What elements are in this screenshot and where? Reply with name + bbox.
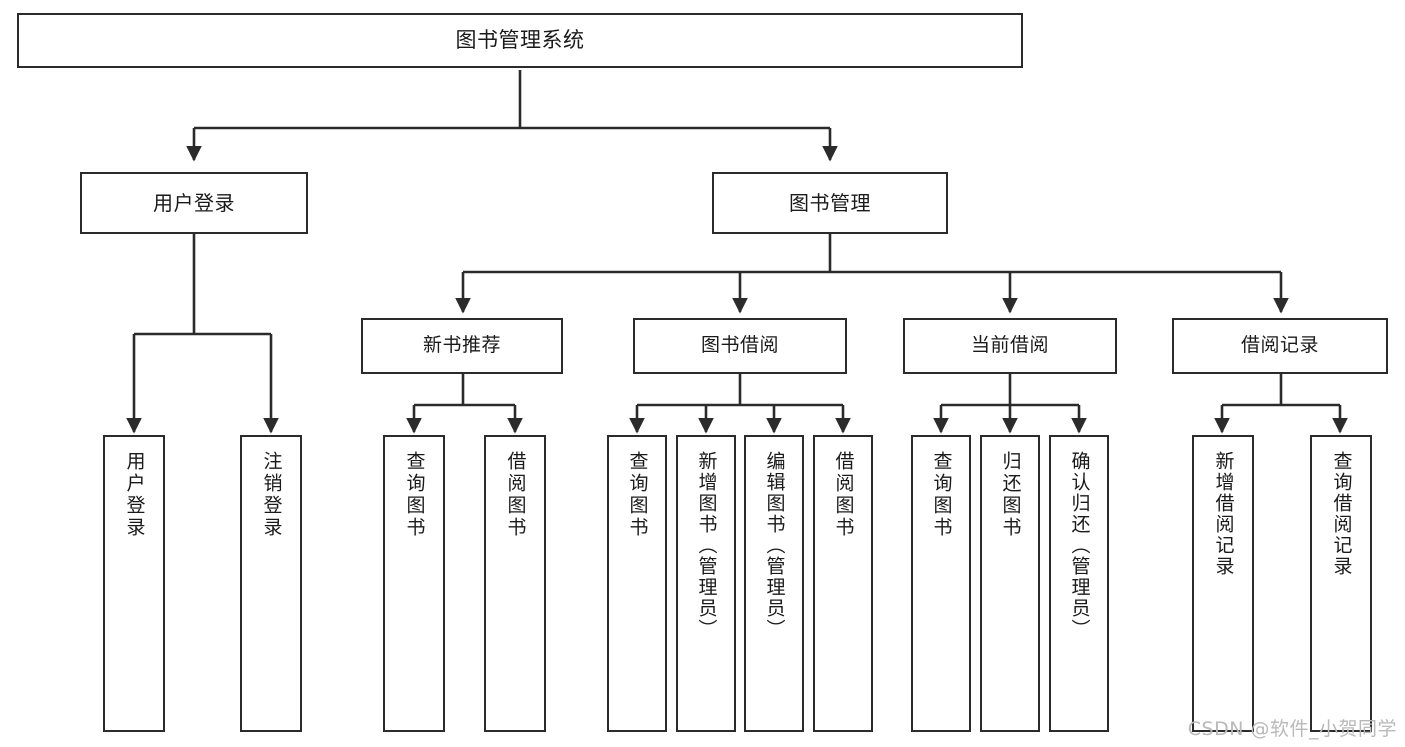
node-leaf-borrow-query-book[interactable]: 查询图书 xyxy=(607,435,667,732)
node-borrow-record-label: 借阅记录 xyxy=(1240,334,1319,357)
node-leaf-user-logout[interactable]: 注销登录 xyxy=(240,435,302,732)
node-current-borrow[interactable]: 当前借阅 xyxy=(903,318,1117,374)
node-leaf-query-borrow-record-label: 查询借阅记录 xyxy=(1330,451,1353,577)
node-leaf-recommend-borrow-book[interactable]: 借阅图书 xyxy=(484,435,546,732)
node-book-borrow[interactable]: 图书借阅 xyxy=(633,318,847,374)
node-leaf-edit-book-admin[interactable]: 编辑图书（管理员） xyxy=(744,435,804,732)
node-new-book-recommend-label: 新书推荐 xyxy=(422,334,501,357)
node-leaf-borrow-book[interactable]: 借阅图书 xyxy=(813,435,873,732)
node-user-login-label: 用户登录 xyxy=(153,190,235,215)
node-leaf-current-query-book[interactable]: 查询图书 xyxy=(911,435,971,732)
node-book-borrow-label: 图书借阅 xyxy=(700,334,779,357)
node-book-management[interactable]: 图书管理 xyxy=(712,172,948,234)
node-leaf-add-book-admin-label: 新增图书（管理员） xyxy=(695,451,718,640)
node-leaf-current-query-book-label: 查询图书 xyxy=(930,451,953,539)
node-leaf-borrow-query-book-label: 查询图书 xyxy=(626,451,649,539)
node-leaf-user-login-label: 用户登录 xyxy=(123,451,146,539)
node-leaf-add-book-admin[interactable]: 新增图书（管理员） xyxy=(676,435,736,732)
node-borrow-record[interactable]: 借阅记录 xyxy=(1172,318,1388,374)
node-leaf-user-logout-label: 注销登录 xyxy=(260,451,283,539)
node-leaf-add-borrow-record-label: 新增借阅记录 xyxy=(1212,451,1235,577)
node-leaf-confirm-return-admin[interactable]: 确认归还（管理员） xyxy=(1049,435,1109,732)
node-leaf-confirm-return-admin-label: 确认归还（管理员） xyxy=(1068,451,1091,640)
node-leaf-return-book[interactable]: 归还图书 xyxy=(980,435,1040,732)
node-current-borrow-label: 当前借阅 xyxy=(970,334,1049,357)
watermark-text: CSDN @软件_小贺同学 xyxy=(1187,718,1397,740)
node-leaf-add-borrow-record[interactable]: 新增借阅记录 xyxy=(1192,435,1254,732)
node-leaf-borrow-book-label: 借阅图书 xyxy=(832,451,855,539)
node-new-book-recommend[interactable]: 新书推荐 xyxy=(361,318,563,374)
node-user-login[interactable]: 用户登录 xyxy=(80,172,308,234)
node-root-system-label: 图书管理系统 xyxy=(455,28,585,53)
node-root-system[interactable]: 图书管理系统 xyxy=(17,13,1023,68)
node-leaf-edit-book-admin-label: 编辑图书（管理员） xyxy=(763,451,786,640)
node-book-management-label: 图书管理 xyxy=(789,190,871,215)
node-leaf-recommend-query-book[interactable]: 查询图书 xyxy=(383,435,445,732)
node-leaf-recommend-borrow-book-label: 借阅图书 xyxy=(504,451,527,539)
node-leaf-recommend-query-book-label: 查询图书 xyxy=(403,451,426,539)
node-leaf-user-login[interactable]: 用户登录 xyxy=(103,435,165,732)
node-leaf-return-book-label: 归还图书 xyxy=(999,451,1022,539)
node-leaf-query-borrow-record[interactable]: 查询借阅记录 xyxy=(1310,435,1372,732)
